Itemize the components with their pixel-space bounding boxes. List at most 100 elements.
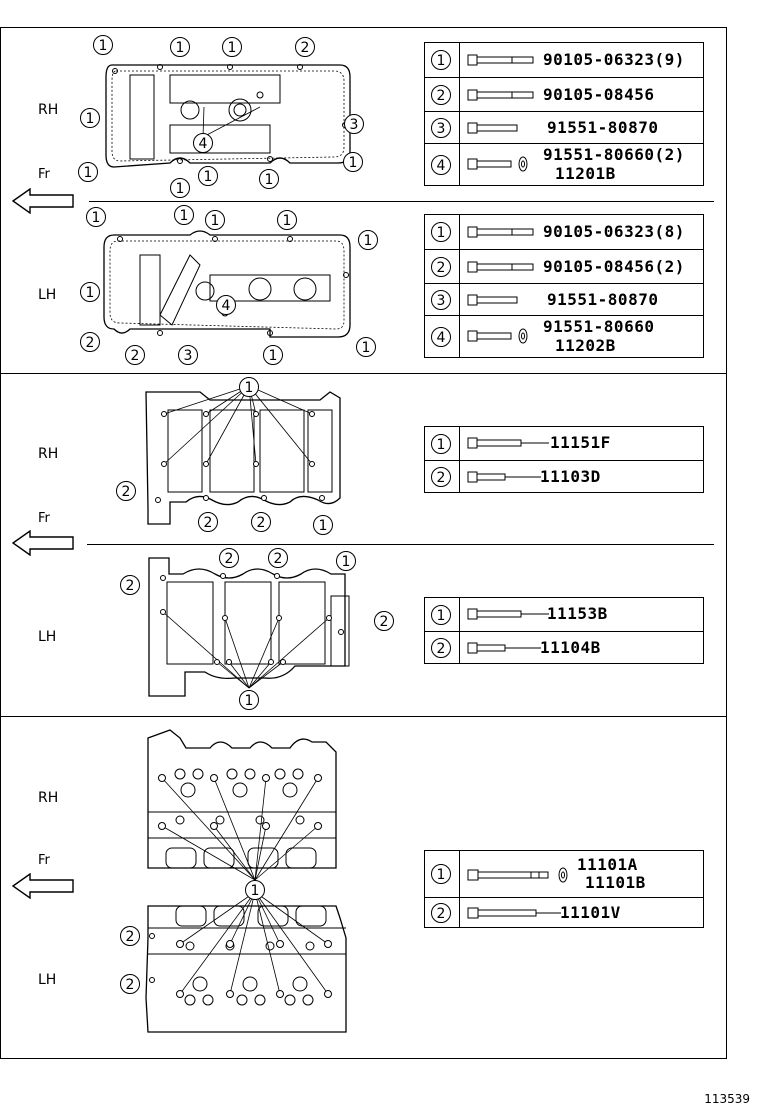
rh-lh-divider [89,201,714,202]
callout-1: 1 [336,551,356,571]
callout-2: 2 [374,611,394,631]
bolt-icon [467,907,561,919]
bolt-icon [467,226,534,238]
callout-2: 2 [219,548,239,568]
part-code-secondary: 11101B [585,873,646,892]
diagram-id: 113539 [704,1092,750,1106]
callout-1: 1 [170,178,190,198]
bolt-icon [467,294,518,306]
callout-1: 1 [343,152,363,172]
callout-1: 1 [80,282,100,302]
part-code-secondary: 11202B [555,336,616,355]
part-number: 1 [431,50,451,70]
parts-row: 1 11153B [425,598,703,631]
callout-2: 2 [268,548,288,568]
front-arrow-icon [12,530,74,556]
diagram-frame [0,27,727,1059]
parts-row: 1 11101A 11101B [425,851,703,897]
bolt-icon [467,642,541,654]
rh-label: RH [38,102,59,118]
parts-row: 3 91551-80870 [425,111,703,143]
part-number: 1 [431,864,451,884]
parts-row: 1 11151F [425,427,703,460]
bolt-icon [467,122,518,134]
lh-label: LH [38,629,57,645]
rh-cylinder-head-drawing [147,729,337,881]
section-divider [1,716,726,717]
callout-1: 1 [245,880,265,900]
part-code: 11103D [540,467,601,486]
rh-label: RH [38,790,59,806]
bolt-icon [467,471,541,483]
front-label: Fr [38,167,50,182]
callout-1: 1 [239,377,259,397]
part-number: 1 [431,604,451,625]
bolt-icon [467,54,534,66]
rh-lh-divider [87,544,714,545]
callout-1: 1 [259,169,279,189]
rh-camshaft-housing-drawing [145,385,341,525]
parts-row: 1 90105-06323(8) [425,215,703,249]
callout-2: 2 [116,481,136,501]
callout-2: 2 [125,345,145,365]
part-code: 91551-80870 [547,290,659,309]
part-code: 91551-80870 [547,118,659,137]
lh-camshaft-parts-table: 1 11153B 2 11104B [424,597,704,664]
parts-row: 2 11104B [425,631,703,663]
callout-2: 2 [120,926,140,946]
part-number: 2 [431,84,451,105]
part-code: 11101A [577,855,638,874]
part-number: 1 [431,222,451,242]
section-divider [1,373,726,374]
parts-row: 4 91551-80660(2) 11201B [425,143,703,185]
parts-row: 3 91551-80870 [425,283,703,315]
parts-row: 2 90105-08456 [425,77,703,111]
bolt-with-washer-icon [467,867,568,883]
part-code: 11151F [550,433,611,452]
part-code: 11101V [560,903,621,922]
part-code: 91551-80660 [543,317,655,336]
front-label: Fr [38,853,50,868]
part-code: 90105-06323(8) [543,222,685,241]
bolt-icon [467,437,549,449]
callout-1: 1 [174,205,194,225]
lh-head-cover-drawing [103,230,351,338]
cylinder-head-parts-table: 1 11101A 11101B 2 11101V [424,850,704,928]
callout-1: 1 [86,207,106,227]
part-code: 11153B [547,604,608,623]
part-code: 90105-06323(9) [543,50,685,69]
part-number: 4 [431,326,451,347]
callout-2: 2 [120,974,140,994]
bolt-icon [467,261,534,273]
callout-1: 1 [80,108,100,128]
part-code-secondary: 11201B [555,164,616,183]
lh-label: LH [38,287,57,303]
parts-row: 4 91551-80660 11202B [425,315,703,357]
part-number: 2 [431,256,451,277]
callout-1: 1 [198,166,218,186]
callout-1: 1 [277,210,297,230]
part-number: 2 [431,902,451,923]
lh-label: LH [38,972,57,988]
callout-1: 1 [239,690,259,710]
callout-2: 2 [251,512,271,532]
rh-label: RH [38,446,59,462]
callout-1: 1 [205,210,225,230]
callout-1: 1 [93,35,113,55]
bolt-icon [467,608,549,620]
parts-row: 1 90105-06323(9) [425,43,703,77]
callout-1: 1 [222,37,242,57]
callout-4: 4 [193,133,213,153]
callout-1: 1 [263,345,283,365]
front-label: Fr [38,511,50,526]
part-code: 91551-80660(2) [543,145,685,164]
lh-cylinder-head-drawing [145,891,347,1033]
lh-camshaft-housing-drawing [148,557,350,697]
part-number: 3 [431,289,451,310]
rh-cover-parts-table: 1 90105-06323(9) 2 90105-08456 3 91551-8… [424,42,704,186]
callout-2: 2 [198,512,218,532]
callout-2: 2 [295,37,315,57]
part-number: 2 [431,466,451,487]
rh-camshaft-parts-table: 1 11151F 2 11103D [424,426,704,493]
bolt-with-washer-icon [467,328,528,344]
